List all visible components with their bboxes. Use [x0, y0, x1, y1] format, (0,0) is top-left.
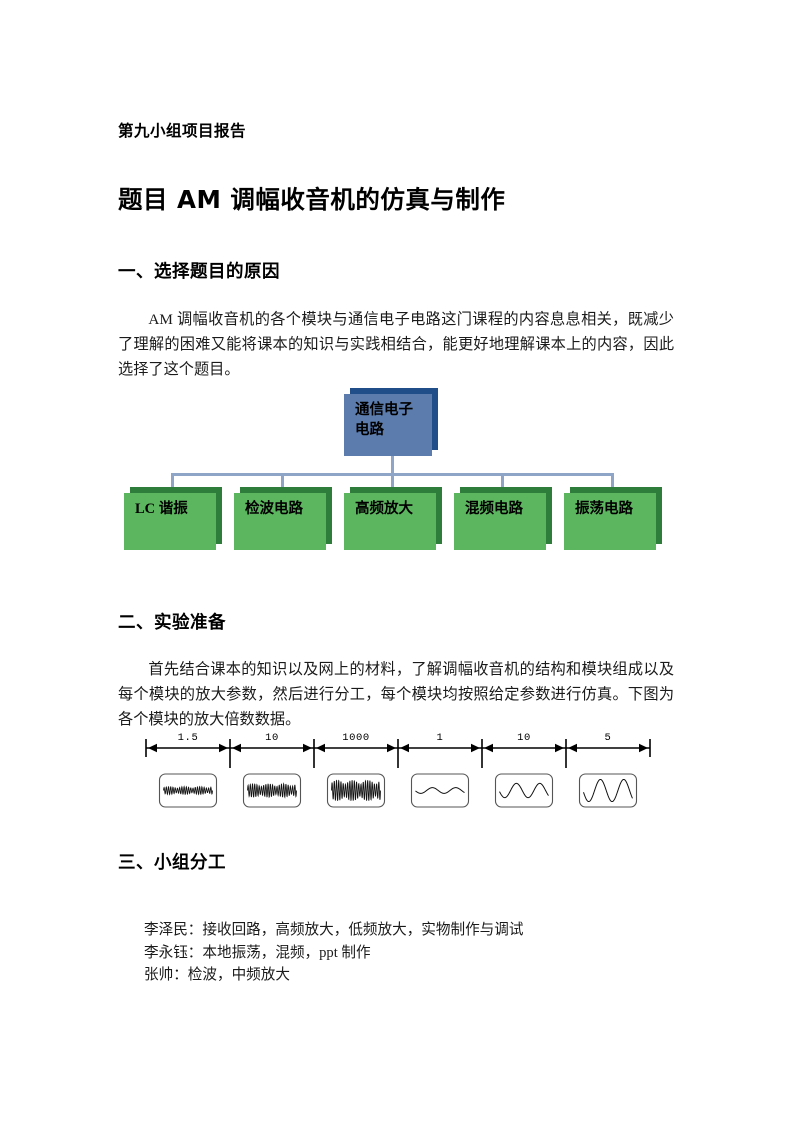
connector-drop-4 — [501, 473, 504, 494]
waveform-trace-sine-high-amplitude — [583, 778, 633, 803]
section-heading-team-division: 三、小组分工 — [118, 853, 226, 873]
leaf-node-label: 混频电路 — [465, 501, 523, 517]
waveform-trace-sine-low-amplitude — [415, 787, 465, 794]
connector-drop-2 — [281, 473, 284, 494]
leaf-node-label: 检波电路 — [245, 501, 303, 517]
scale-arrow-right-4 — [555, 743, 564, 753]
leaf-node-mixer-circuit[interactable]: 混频电路 — [454, 493, 546, 550]
scale-segment-label-5: 5 — [605, 732, 612, 744]
section-paragraph-reason: AM 调幅收音机的各个模块与通信电子电路这门课程的内容息息相关，既减少了理解的困… — [118, 311, 674, 378]
connector-drop-5 — [611, 473, 614, 494]
scale-segment-label-2: 1000 — [342, 732, 370, 744]
waveform-trace-sine-mid-amplitude — [499, 782, 549, 799]
waveform-box-sine-mid-amplitude — [494, 773, 554, 808]
scale-arrow-right-0 — [219, 743, 228, 753]
section-heading-preparation: 二、实验准备 — [118, 613, 226, 633]
list-item: 张帅：检波，中频放大 — [144, 967, 290, 983]
leaf-node-label: 高频放大 — [355, 501, 413, 517]
gain-stage-diagram: 1.5 10 1000 1 10 5 — [145, 732, 651, 808]
leaf-node-detector-circuit[interactable]: 检波电路 — [234, 493, 326, 550]
gain-stage-figure: 1.5 10 1000 1 10 5 — [138, 722, 658, 822]
module-org-chart: 通信电子 电路 LC 谐振 检波电路 高频放大 混频电路 — [118, 380, 676, 565]
section-paragraph-preparation: 首先结合课本的知识以及网上的材料，了解调幅收音机的结构和模块组成以及每个模块的放… — [118, 661, 674, 728]
connector-drop-3 — [391, 473, 394, 494]
scale-segment-label-4: 10 — [517, 732, 531, 744]
team-member-list: 李泽民：接收回路，高频放大，低频放大，实物制作与调试 李永钰：本地振荡，混频，p… — [144, 919, 523, 987]
scale-segment-label-0: 1.5 — [178, 732, 199, 744]
waveform-box-sine-low-amplitude — [410, 773, 470, 808]
leaf-node-label: 振荡电路 — [575, 501, 633, 517]
list-item: 李永钰：本地振荡，混频，ppt 制作 — [144, 944, 371, 961]
connector-drop-1 — [171, 473, 174, 494]
scale-segment-label-1: 10 — [265, 732, 279, 744]
waveform-trace-am-high-amplitude — [331, 779, 381, 801]
root-node-label-line1: 通信电子 — [355, 402, 413, 418]
list-item: 李泽民：接收回路，高频放大，低频放大，实物制作与调试 — [144, 922, 524, 938]
scale-arrow-right-1 — [303, 743, 312, 753]
scale-arrow-left-1 — [232, 743, 241, 753]
waveform-box-sine-high-amplitude — [578, 773, 638, 808]
report-title: 题目 AM 调幅收音机的仿真与制作 — [118, 185, 506, 214]
leaf-node-lc-resonance[interactable]: LC 谐振 — [124, 493, 216, 550]
root-node[interactable]: 通信电子 电路 — [344, 394, 432, 456]
scale-segment-label-3: 1 — [437, 732, 444, 744]
leaf-node-oscillator-circuit[interactable]: 振荡电路 — [564, 493, 656, 550]
scale-arrow-left-4 — [484, 743, 493, 753]
scale-arrow-right-5 — [639, 743, 648, 753]
scale-arrow-right-2 — [387, 743, 396, 753]
section-heading-reason: 一、选择题目的原因 — [118, 262, 280, 282]
scale-arrow-left-3 — [400, 743, 409, 753]
scale-arrow-left-2 — [316, 743, 325, 753]
waveform-trace-am-mid-amplitude — [247, 782, 297, 799]
scale-arrow-left-0 — [148, 743, 157, 753]
waveform-trace-am-low-amplitude — [163, 785, 213, 796]
root-node-label-line2: 电路 — [355, 422, 384, 438]
scale-arrow-left-5 — [568, 743, 577, 753]
leaf-node-rf-amplifier[interactable]: 高频放大 — [344, 493, 436, 550]
report-subtitle: 第九小组项目报告 — [118, 122, 247, 140]
scale-arrow-right-3 — [471, 743, 480, 753]
leaf-node-label: LC 谐振 — [135, 501, 188, 517]
